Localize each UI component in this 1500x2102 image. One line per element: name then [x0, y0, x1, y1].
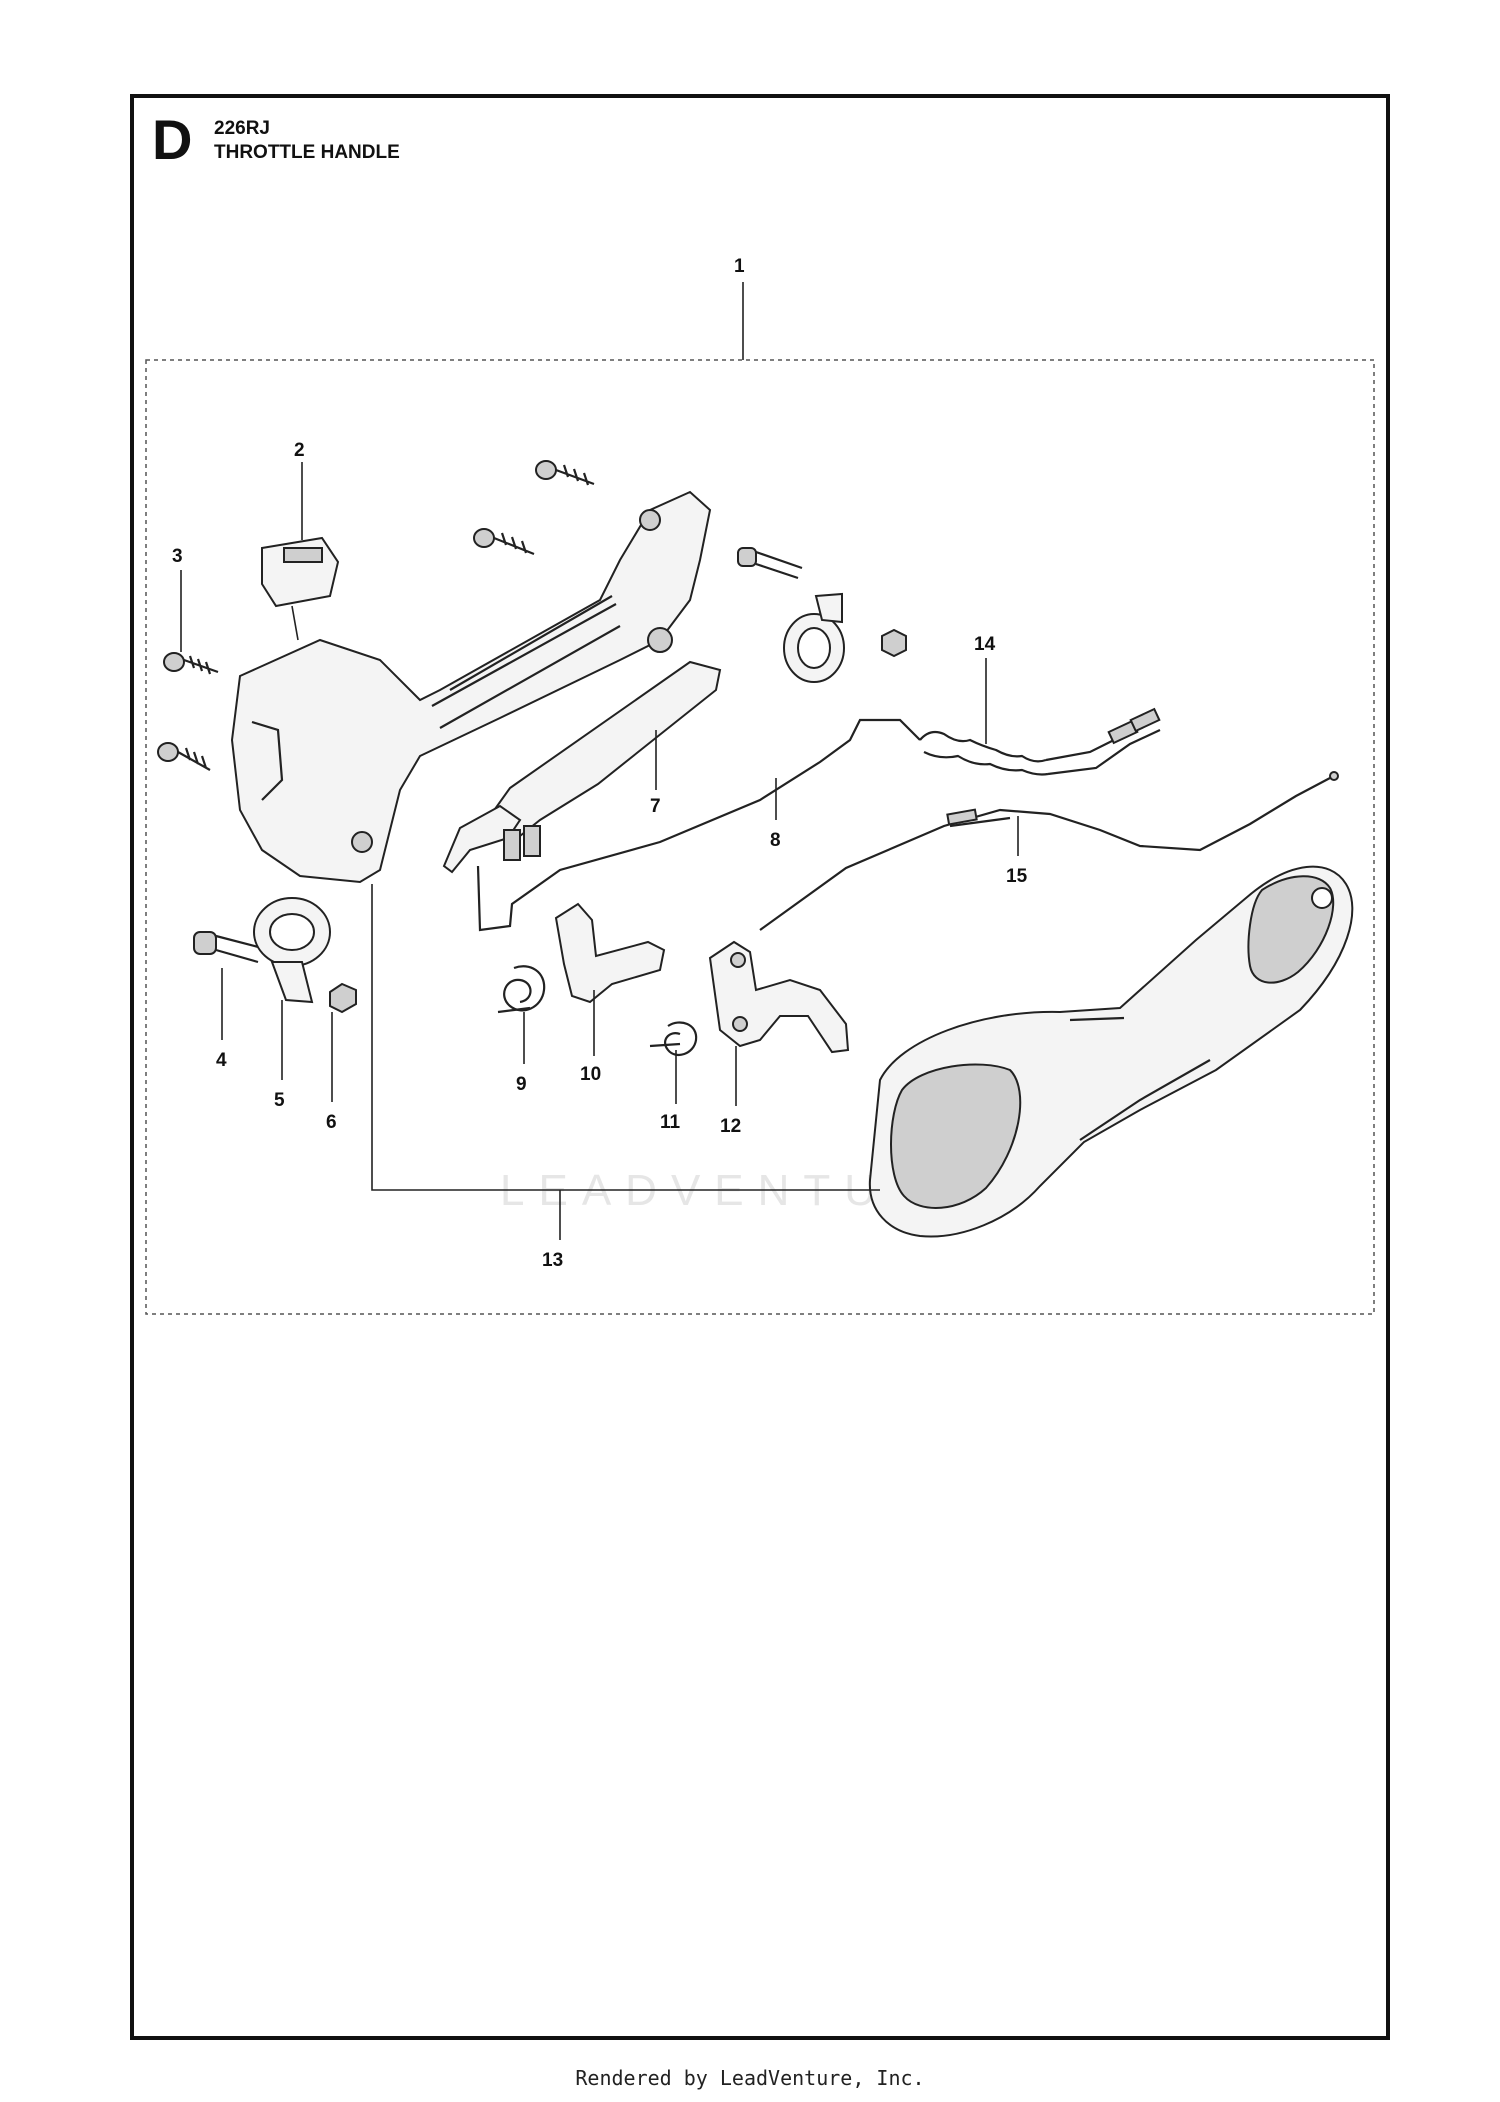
- part-15-throttle-cable[interactable]: [759, 771, 1339, 931]
- part-8-stop-wire[interactable]: [476, 718, 921, 932]
- part-7-throttle-trigger[interactable]: [442, 660, 722, 874]
- callout-2[interactable]: 2: [294, 440, 305, 461]
- callout-5[interactable]: 5: [274, 1090, 285, 1111]
- callout-1[interactable]: 1: [734, 256, 745, 277]
- part-6-nut[interactable]: [329, 982, 357, 1102]
- part-4-bolt[interactable]: [193, 931, 263, 1040]
- callout-12[interactable]: 12: [720, 1116, 741, 1137]
- assembly-outline: [145, 359, 1375, 1315]
- handle-housing[interactable]: [230, 490, 712, 884]
- callout-9[interactable]: 9: [516, 1074, 527, 1095]
- part-5-clamp[interactable]: [253, 897, 331, 1080]
- part-12-lock-lever[interactable]: [708, 940, 850, 1106]
- part-3-screws[interactable]: [157, 460, 595, 771]
- callout-4[interactable]: 4: [216, 1050, 227, 1071]
- callout-7[interactable]: 7: [650, 796, 661, 817]
- part-9-spring[interactable]: [497, 965, 546, 1064]
- footer-credit: Rendered by LeadVenture, Inc.: [575, 2066, 925, 2090]
- callout-15[interactable]: 15: [1006, 866, 1028, 887]
- part-13-rear-handle[interactable]: [868, 865, 1354, 1238]
- section-letter: D: [152, 108, 193, 171]
- callout-6[interactable]: 6: [326, 1112, 337, 1133]
- callout-13[interactable]: 13: [542, 1250, 563, 1271]
- model-number: 226RJ: [214, 118, 270, 139]
- leader-13-bracket: [371, 884, 880, 1191]
- diagram-title: THROTTLE HANDLE: [214, 142, 400, 163]
- part-2-switch[interactable]: [261, 462, 340, 641]
- callout-14[interactable]: 14: [974, 634, 996, 655]
- callout-11[interactable]: 11: [660, 1112, 681, 1133]
- part-14-wire-harness[interactable]: [919, 658, 1161, 776]
- callout-8[interactable]: 8: [770, 830, 781, 851]
- part-10-lever[interactable]: [554, 902, 666, 1056]
- callout-3[interactable]: 3: [172, 546, 183, 567]
- upper-clamp-set[interactable]: [737, 547, 907, 683]
- part-11-spring[interactable]: [649, 1021, 698, 1104]
- callout-10[interactable]: 10: [580, 1064, 601, 1085]
- diagram-frame: [130, 94, 1390, 2040]
